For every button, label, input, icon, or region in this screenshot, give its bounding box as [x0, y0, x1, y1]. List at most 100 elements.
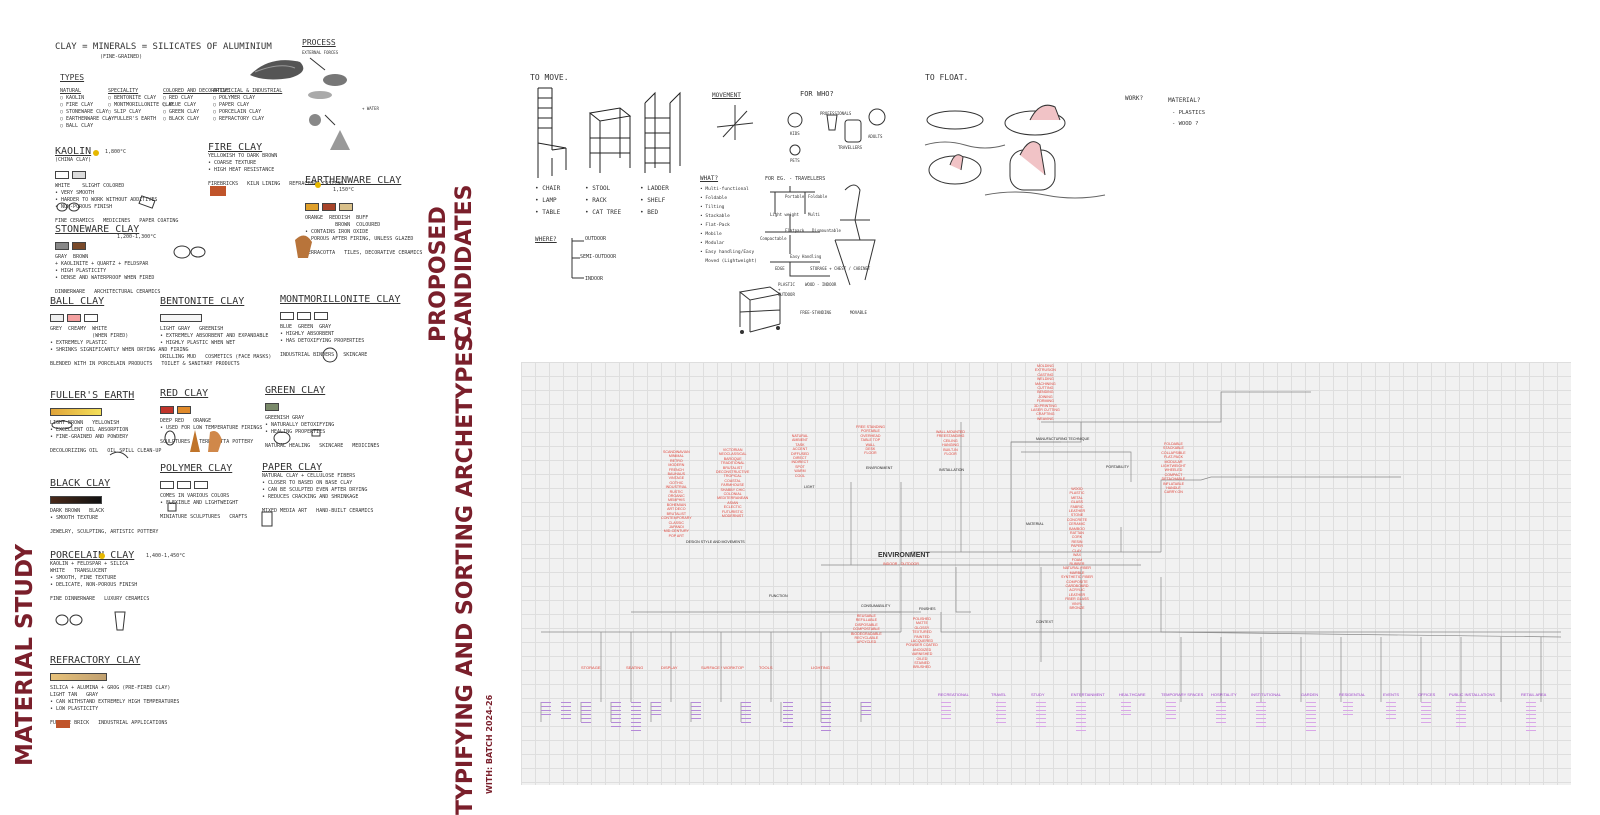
paper-clay-block: PAPER CLAY NATURAL CLAY + CELLULOSE FIBE…: [262, 462, 374, 514]
board-item-mark: [691, 702, 701, 703]
context-residential: RESIDENTIAL: [1339, 692, 1366, 697]
types-label: TYPES: [60, 73, 85, 82]
board-item-mark: [821, 714, 831, 715]
board-item-mark: [611, 702, 621, 703]
free-standing-label: FREE-STANDING: [800, 310, 832, 315]
context-healthcare: HEALTHCARE: [1119, 692, 1146, 697]
board-item-mark: [1526, 714, 1536, 715]
board-item-mark: [1166, 702, 1176, 703]
board-item-mark: [1386, 718, 1396, 719]
board-item-mark: [821, 702, 831, 703]
tree-compactable: Compactable: [760, 236, 787, 241]
board-item-mark: [941, 706, 951, 707]
board-item-mark: [1036, 718, 1046, 719]
board-item-mark: [1526, 730, 1536, 731]
cluster-consumability: REUSABLE REFILLABLE DISPOSABLE COMPOSTAB…: [851, 614, 882, 645]
tree-easy-handling: Easy Handling: [790, 254, 822, 259]
board-item-mark: [541, 706, 551, 707]
context-retail: RETAIL AREA: [1521, 692, 1547, 697]
board-item-mark: [1456, 702, 1466, 703]
label-context: CONTEXT: [1036, 620, 1054, 624]
board-item-mark: [996, 722, 1006, 723]
board-item-mark: [1036, 714, 1046, 715]
for-who-pets: PETS: [790, 158, 800, 163]
list-stool-rack-cattree: • STOOL • RACK • CAT TREE: [585, 185, 622, 216]
board-item-mark: [581, 718, 591, 719]
board-item-mark: [1076, 710, 1086, 711]
list-chair-lamp-table: • CHAIR • LAMP • TABLE: [535, 185, 561, 216]
board-item-mark: [561, 702, 571, 703]
porcelain-clay-block: PORCELAIN CLAY 1,400-1,450°C KAOLIN + FE…: [50, 550, 186, 602]
board-item-mark: [1166, 714, 1176, 715]
cluster-finishes: POLISHED MATTE GLOSSY TEXTURED PAINTED L…: [906, 617, 938, 670]
board-item-mark: [1386, 702, 1396, 703]
board-item-mark: [1456, 710, 1466, 711]
board-item-mark: [996, 710, 1006, 711]
board-item-mark: [1421, 714, 1431, 715]
board-item-mark: [541, 702, 551, 703]
board-connectors: [540, 391, 1562, 722]
material-question: MATERIAL?: [1168, 97, 1201, 104]
cluster-installation: WALL-MOUNTED FREESTANDING CEILING HANGIN…: [936, 430, 966, 457]
board-item-mark: [821, 706, 831, 707]
board-item-mark: [651, 706, 661, 707]
plastic-outdoor-label: PLASTIC + OUTDOOR: [778, 282, 795, 297]
label-material: MATERIAL: [1026, 522, 1044, 526]
board-item-mark: [861, 702, 871, 703]
label-environment: ENVIRONMENT: [866, 466, 893, 470]
board-item-mark: [611, 714, 621, 715]
board-item-mark: [631, 702, 641, 703]
types-grid: NATURAL ○ KAOLIN ○ FIRE CLAY ○ STONEWARE…: [60, 88, 282, 138]
board-item-mark: [741, 702, 751, 703]
fullers-earth-block: FULLER'S EARTH LIGHT BROWN YELLOWISH • E…: [50, 390, 162, 454]
for-who-adults: ADULTS: [868, 134, 883, 139]
function-tools: TOOLS: [759, 665, 773, 670]
tree-flatpack: Flatpack: [785, 228, 805, 233]
for-who-kids: KIDS: [790, 131, 800, 136]
board-item-mark: [1306, 718, 1316, 719]
to-float-label: TO FLOAT.: [925, 73, 969, 82]
archetype-board: ENVIRONMENT INDOOR - OUTDOOR MANUFACTURI…: [521, 362, 1571, 785]
board-item-mark: [1256, 722, 1266, 723]
board-item-mark: [1421, 710, 1431, 711]
board-item-mark: [581, 702, 591, 703]
clay-definition-sub: (FINE-GRAINED): [100, 54, 143, 60]
context-study: STUDY: [1031, 692, 1045, 697]
board-item-mark: [1076, 722, 1086, 723]
type-col-artificial: ARTIFICIAL & INDUSTRIAL ○ POLYMER CLAY ○…: [213, 88, 283, 122]
type-col-speciality: SPECIALITY ○ BENTONITE CLAY ○ MONTMORILL…: [108, 88, 175, 122]
board-item-mark: [783, 710, 793, 711]
tree-foldable: Foldable: [808, 194, 828, 199]
board-item-mark: [611, 722, 621, 723]
movable-label: MOVABLE: [850, 310, 867, 315]
cluster-portability: FOLDABLE STACKABLE COLLAPSIBLE FLAT-PACK…: [1161, 442, 1186, 495]
for-who-professionals: PROFESSIONALS: [820, 111, 852, 116]
board-item-mark: [996, 714, 1006, 715]
board-item-mark: [691, 710, 701, 711]
board-item-mark: [1036, 706, 1046, 707]
function-surface: SURFACE / WORKTOP: [701, 665, 744, 670]
board-item-mark: [1456, 722, 1466, 723]
board-item-mark: [1216, 714, 1226, 715]
board-item-mark: [1216, 718, 1226, 719]
board-item-mark: [541, 710, 551, 711]
context-events: EVENTS: [1383, 692, 1400, 697]
board-item-mark: [821, 718, 831, 719]
board-item-mark: [1306, 710, 1316, 711]
board-item-mark: [1526, 726, 1536, 727]
board-item-mark: [1036, 722, 1046, 723]
board-item-mark: [783, 718, 793, 719]
type-col-colored: COLORED AND DECORATIVE ○ RED CLAY ○ BLUE…: [163, 88, 230, 122]
for-eg-label: FOR EG. - TRAVELLERS: [765, 176, 826, 182]
with-batch-label: WITH: BATCH 2024-26: [485, 694, 494, 794]
to-move-label: TO MOVE.: [530, 73, 569, 82]
function-seating: SEATING: [626, 665, 644, 670]
board-item-mark: [561, 710, 571, 711]
board-item-mark: [741, 714, 751, 715]
board-item-mark: [1306, 726, 1316, 727]
board-item-mark: [1036, 726, 1046, 727]
board-item-mark: [1256, 710, 1266, 711]
where-tree-lines: [571, 238, 584, 279]
board-item-mark: [1456, 726, 1466, 727]
traveller-tree-lines: [765, 184, 876, 286]
